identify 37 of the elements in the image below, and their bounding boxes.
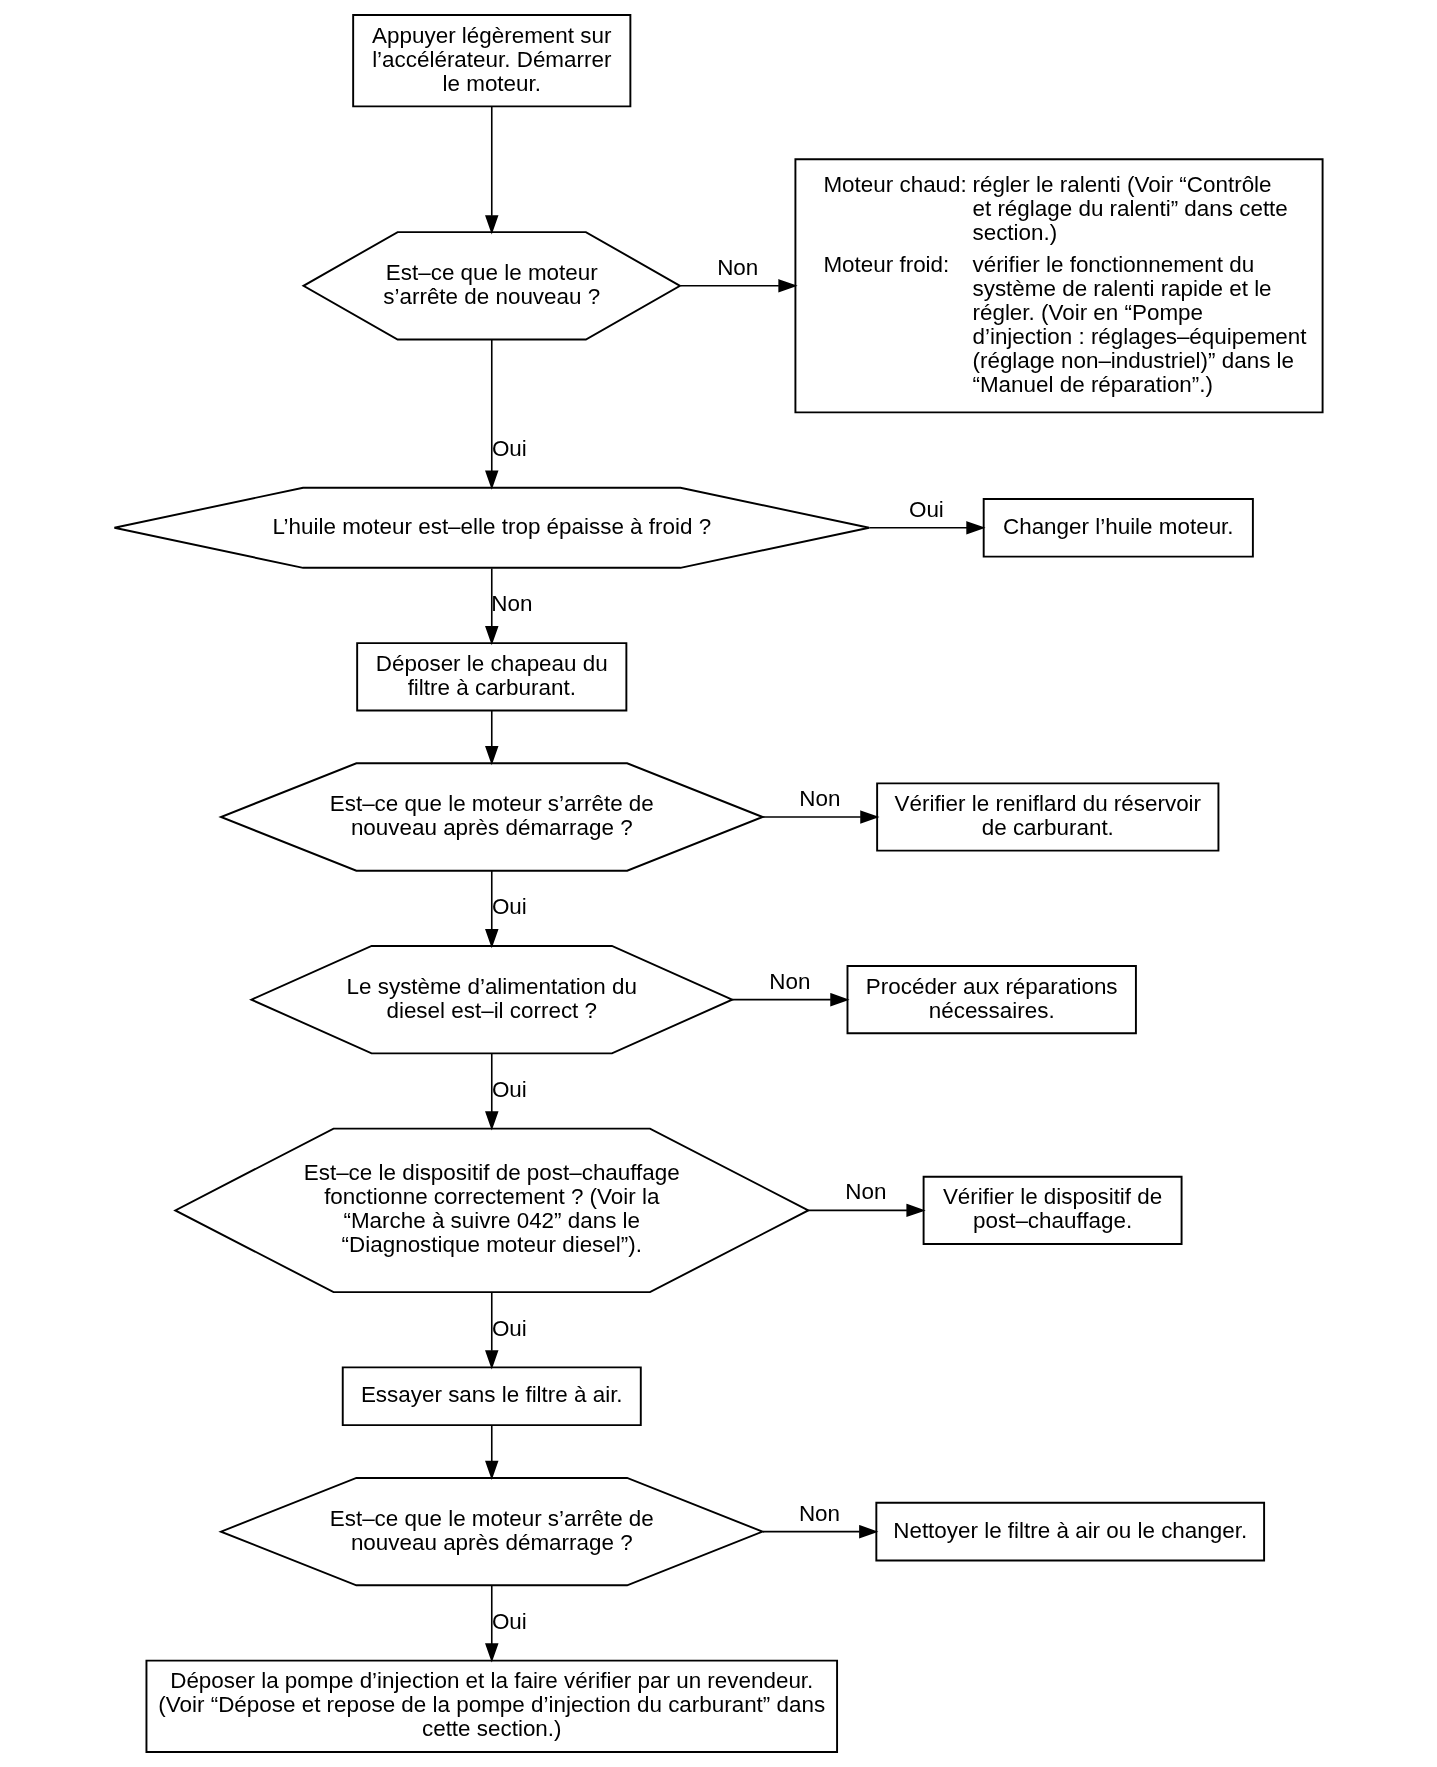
arrow <box>485 1291 499 1370</box>
node-box: Vérifier le dispositif de post–chauffage. <box>922 1175 1183 1245</box>
edge-label: Non <box>717 254 759 280</box>
edge-label: Oui <box>908 496 944 522</box>
edge-label: Non <box>798 1500 841 1526</box>
edge-label: Non <box>799 786 841 812</box>
arrow <box>485 870 499 949</box>
node-box: Essayer sans le filtre à air. <box>341 1366 642 1427</box>
node-box: Déposer le chapeau du filtre à carburant. <box>356 642 628 712</box>
arrow <box>485 1424 499 1480</box>
node-box: Déposer la pompe d’injection et la faire vérifier par un revendeur. (Voir “Dépose et repose de la pompe d’injection du carburant” dans cette section.) <box>145 1659 839 1753</box>
node-box: Nettoyer le filtre à air ou le changer. <box>875 1501 1266 1562</box>
edge-label: Oui <box>491 1608 527 1634</box>
arrow <box>485 567 499 646</box>
node-box: Moteur chaud: régler le ralenti (Voir “Contrôle et réglage du ralenti” dans cette section.) Moteur froid: vérifier le fonctionnement du système de ralenti rapide et le régler. (Voir en “Pompe d’injection : réglages–équipement (réglage non–industriel)” dans le “Manuel de réparation”.) <box>794 158 1324 414</box>
arrow <box>868 521 986 535</box>
edge-label: Non <box>491 591 533 617</box>
arrow <box>679 279 798 293</box>
arrow <box>485 710 499 766</box>
edge-label: Oui <box>491 894 527 920</box>
edge-label: Oui <box>491 435 527 461</box>
node-box: Vérifier le reniflard du réservoir de carburant. <box>876 782 1220 852</box>
arrow <box>731 992 850 1007</box>
edge-label: Non <box>769 968 811 994</box>
node-box: Appuyer légèrement sur l’accélérateur. Démarrer le moteur. <box>352 14 632 108</box>
arrow <box>762 810 880 824</box>
arrow <box>485 1584 499 1663</box>
node-box: Procéder aux réparations nécessaires. <box>846 965 1137 1035</box>
arrow <box>485 339 499 490</box>
arrow <box>485 1052 499 1131</box>
arrow <box>807 1203 926 1218</box>
edge-label: Non <box>845 1179 887 1205</box>
arrow <box>485 105 499 235</box>
node-box: Changer l’huile moteur. <box>982 497 1254 558</box>
arrow <box>762 1524 879 1539</box>
edge-label: Oui <box>491 1076 527 1102</box>
edge-label: Oui <box>491 1315 527 1341</box>
